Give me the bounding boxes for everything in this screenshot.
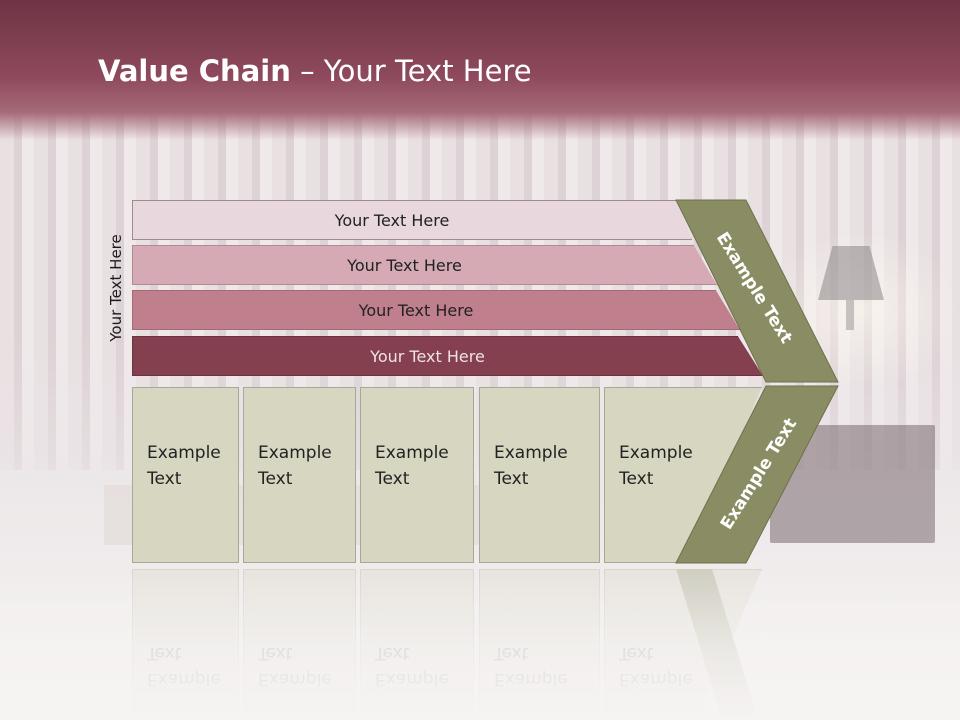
box-4-line1: Example bbox=[494, 443, 568, 463]
box-5-line1: Example bbox=[619, 443, 693, 463]
side-label: Your Text Here bbox=[107, 234, 125, 342]
row-4-label: Your Text Here bbox=[370, 346, 485, 366]
row-2: Your Text Here bbox=[132, 245, 717, 285]
reflection-fade bbox=[0, 565, 960, 720]
box-4-line2: Text bbox=[494, 469, 529, 489]
slide-title: Value Chain – Your Text Here bbox=[98, 54, 532, 88]
row-2-label: Your Text Here bbox=[347, 255, 462, 275]
title-rest: – Your Text Here bbox=[290, 54, 532, 88]
row-1-label: Your Text Here bbox=[334, 210, 450, 230]
row-4: Your Text Here bbox=[132, 336, 763, 376]
box-5-line2: Text bbox=[619, 469, 654, 489]
header-band bbox=[0, 0, 960, 140]
box-3-line2: Text bbox=[375, 469, 410, 489]
box-2-line1: Example bbox=[258, 443, 332, 463]
row-3-label: Your Text Here bbox=[358, 300, 474, 320]
title-bold: Value Chain bbox=[98, 54, 291, 88]
row-3: Your Text Here bbox=[132, 290, 740, 330]
row-1: Your Text Here bbox=[132, 200, 692, 240]
box-1-line2: Text bbox=[147, 469, 182, 489]
dresser bbox=[770, 425, 935, 543]
box-3-line1: Example bbox=[375, 443, 449, 463]
lamp-arm bbox=[846, 300, 854, 330]
box-1-line1: Example bbox=[147, 443, 221, 463]
box-2-line2: Text bbox=[258, 469, 293, 489]
